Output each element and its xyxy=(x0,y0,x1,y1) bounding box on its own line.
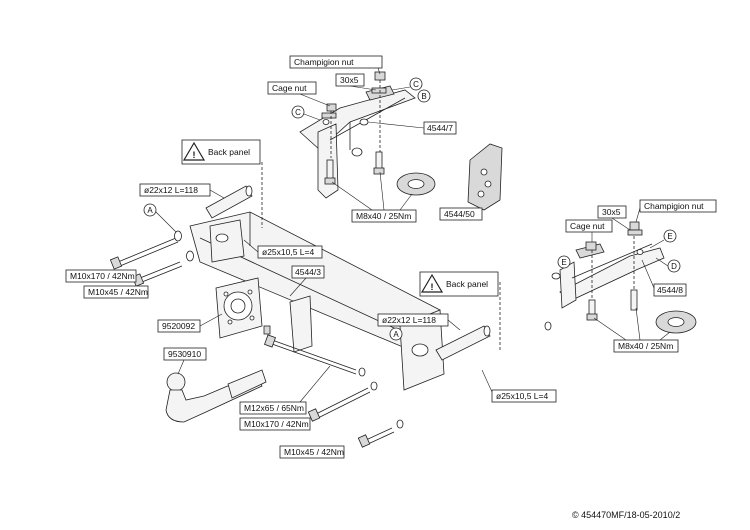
svg-text:M12x65 / 65Nm: M12x65 / 65Nm xyxy=(244,403,304,413)
right-mounting-bracket xyxy=(544,243,665,331)
label-m10x45-left: M10x45 / 42Nm xyxy=(83,285,149,299)
svg-text:!: ! xyxy=(193,150,196,160)
svg-text:ø25x10,5 L=4: ø25x10,5 L=4 xyxy=(496,391,548,401)
svg-text:E: E xyxy=(667,232,672,241)
label-30x5-right: 30x5 xyxy=(597,205,631,231)
svg-text:30x5: 30x5 xyxy=(602,207,621,217)
label-back-panel-left: ! Back panel xyxy=(181,139,261,165)
left-small-nuts xyxy=(321,71,387,158)
part-4544-50 xyxy=(467,143,503,211)
label-tube-left: ø22x12 L=118 xyxy=(139,183,225,199)
copyright-text: © 454470MF/18-05-2010/2 xyxy=(572,510,680,520)
svg-text:M10x45 / 42Nm: M10x45 / 42Nm xyxy=(88,287,148,297)
right-m8-bolts xyxy=(586,289,697,334)
label-cage-nut-right: Cage nut xyxy=(565,219,613,242)
svg-text:A: A xyxy=(147,206,153,215)
svg-text:C: C xyxy=(295,108,301,117)
svg-text:!: ! xyxy=(431,282,434,292)
marker-c-top-right: C xyxy=(391,77,423,91)
svg-text:E: E xyxy=(561,258,566,267)
svg-text:Champigion nut: Champigion nut xyxy=(644,201,704,211)
label-m12x65: M12x65 / 65Nm xyxy=(239,365,331,415)
svg-text:9520092: 9520092 xyxy=(162,321,195,331)
label-4544-50: 4544/50 xyxy=(439,207,483,221)
left-long-bolts xyxy=(109,230,194,287)
svg-text:Back panel: Back panel xyxy=(208,147,250,157)
label-cage-nut-left: Cage nut xyxy=(267,81,331,107)
svg-text:M10x45 / 42Nm: M10x45 / 42Nm xyxy=(284,447,344,457)
back-panel-lines xyxy=(261,162,501,350)
marker-b-top: B xyxy=(417,89,431,103)
svg-text:4544/50: 4544/50 xyxy=(444,209,475,219)
label-4544-7: 4544/7 xyxy=(367,121,457,135)
marker-a-left: A xyxy=(143,203,177,233)
label-4544-8: 4544/8 xyxy=(641,259,687,297)
svg-text:4544/7: 4544/7 xyxy=(427,123,453,133)
socket-bracket-9520092 xyxy=(215,277,271,339)
svg-text:B: B xyxy=(421,92,426,101)
marker-a-center: A xyxy=(389,327,403,341)
label-m10x170-bottom: M10x170 / 42Nm xyxy=(239,417,311,431)
svg-text:Back panel: Back panel xyxy=(446,279,488,289)
bottom-bolts xyxy=(264,334,404,448)
label-m10x170-left: M10x170 / 42Nm xyxy=(65,269,137,283)
label-champigion-nut-left: Champigion nut xyxy=(289,55,383,75)
svg-text:A: A xyxy=(393,330,399,339)
label-m8-right: M8x40 / 25Nm xyxy=(593,307,679,353)
svg-text:4544/8: 4544/8 xyxy=(657,285,683,295)
svg-text:M10x170 / 42Nm: M10x170 / 42Nm xyxy=(244,419,309,429)
label-tube-right: ø22x12 L=118 xyxy=(377,313,461,331)
svg-text:C: C xyxy=(413,80,419,89)
right-small-nuts xyxy=(585,221,643,300)
left-m8-bolts xyxy=(324,147,436,196)
svg-text:9530910: 9530910 xyxy=(168,349,201,359)
label-spacer-left: ø25x10,5 L=4 xyxy=(243,239,323,259)
svg-text:M10x170 / 42Nm: M10x170 / 42Nm xyxy=(70,271,135,281)
svg-text:M8x40 / 25Nm: M8x40 / 25Nm xyxy=(356,211,411,221)
svg-text:Cage nut: Cage nut xyxy=(272,83,307,93)
label-9530910: 9530910 xyxy=(163,347,207,375)
svg-text:4544/3: 4544/3 xyxy=(295,267,321,277)
svg-text:30x5: 30x5 xyxy=(340,75,359,85)
label-30x5-left: 30x5 xyxy=(335,73,377,91)
marker-d-right: D xyxy=(655,257,681,273)
marker-e-right-top: E xyxy=(649,229,677,249)
tow-ball-9530910 xyxy=(165,369,267,423)
label-9520092: 9520092 xyxy=(157,313,223,333)
label-m10x45-bottom: M10x45 / 42Nm xyxy=(279,445,345,459)
svg-text:ø22x12 L=118: ø22x12 L=118 xyxy=(382,315,436,325)
label-champigion-nut-right: Champigion nut xyxy=(635,199,717,223)
spacer-tubes xyxy=(205,185,491,361)
label-m8-left: M8x40 / 25Nm xyxy=(331,171,417,223)
svg-text:ø22x12 L=118: ø22x12 L=118 xyxy=(144,185,198,195)
svg-text:M8x40 / 25Nm: M8x40 / 25Nm xyxy=(618,341,673,351)
marker-c-top-left: C xyxy=(291,105,321,121)
marker-e-right-left: E xyxy=(557,255,571,269)
label-4544-3: 4544/3 xyxy=(289,265,325,297)
svg-text:ø25x10,5 L=4: ø25x10,5 L=4 xyxy=(262,247,314,257)
svg-text:Cage nut: Cage nut xyxy=(570,221,605,231)
label-back-panel-right: ! Back panel xyxy=(419,271,499,297)
svg-text:Champigion nut: Champigion nut xyxy=(294,57,354,67)
label-spacer-right: ø25x10,5 L=4 xyxy=(481,369,557,403)
svg-text:D: D xyxy=(671,262,677,271)
